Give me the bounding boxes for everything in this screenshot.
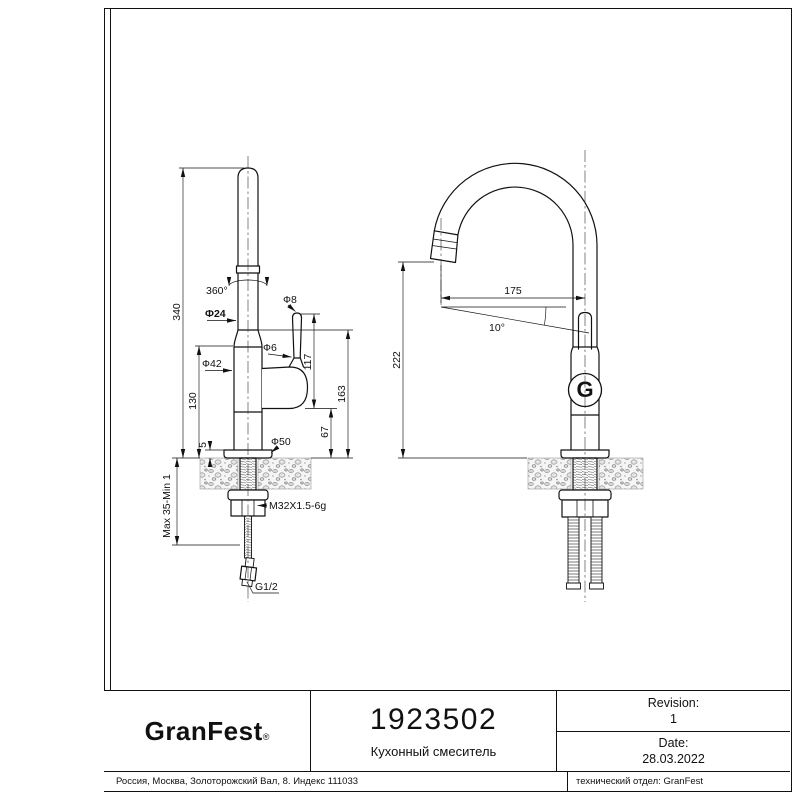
date-value: 28.03.2022 bbox=[642, 752, 705, 767]
dim-body-diameter: Ф42 bbox=[202, 358, 222, 370]
sheet-frame-inner-line bbox=[110, 8, 111, 790]
dim-height-117: 117 bbox=[302, 353, 314, 370]
dim-mount-thread: M32X1.5-6g bbox=[269, 500, 326, 512]
dim-height-5: 5 bbox=[197, 442, 209, 448]
title-block-footer: Россия, Москва, Золоторожский Вал, 8. Ин… bbox=[104, 772, 790, 791]
title-block: GranFest® 1923502 Кухонный смеситель Rev… bbox=[104, 690, 790, 791]
part-name: Кухонный смеситель bbox=[370, 744, 497, 759]
part-number: 1923502 bbox=[369, 703, 498, 736]
registered-mark: ® bbox=[262, 732, 270, 742]
front-view-dimensions bbox=[398, 261, 590, 459]
technical-department: технический отдел: GranFest bbox=[576, 776, 704, 787]
date-cell: Date: 28.03.2022 bbox=[557, 732, 790, 772]
dim-handle-top-diameter: Ф8 bbox=[283, 294, 297, 306]
dim-angle-10: 10° bbox=[489, 322, 505, 334]
dim-spout-diameter: Ф24 bbox=[205, 308, 226, 320]
brand-name: GranFest bbox=[144, 715, 263, 746]
dim-handle-diameter: Ф6 bbox=[263, 342, 277, 354]
revision-cell: Revision: 1 bbox=[557, 691, 790, 732]
front-view-dim-labels: 175 10° 222 bbox=[391, 285, 522, 369]
dim-height-222: 222 bbox=[391, 351, 403, 369]
dim-hose-thread: G1/2 bbox=[255, 581, 278, 593]
date-label: Date: bbox=[658, 736, 689, 750]
brand-monogram: G bbox=[576, 377, 593, 402]
dim-height-340: 340 bbox=[171, 303, 183, 321]
dim-height-67: 67 bbox=[319, 426, 331, 438]
dim-height-163: 163 bbox=[336, 385, 348, 403]
dim-height-130: 130 bbox=[187, 392, 199, 410]
brand-logo-cell: GranFest® bbox=[104, 691, 311, 771]
title-block-main: GranFest® 1923502 Кухонный смеситель Rev… bbox=[104, 691, 790, 772]
dim-reach-175: 175 bbox=[504, 285, 522, 297]
revision-label: Revision: bbox=[647, 695, 700, 710]
revision-value: 1 bbox=[670, 711, 677, 726]
revision-date-cell: Revision: 1 Date: 28.03.2022 bbox=[557, 691, 790, 771]
side-view-dim-labels: 340 130 5 117 163 67 Max 35-Min 1 360° Ф… bbox=[161, 285, 348, 593]
dim-swivel-angle: 360° bbox=[206, 285, 228, 297]
manufacturer-address: Россия, Москва, Золоторожский Вал, 8. Ин… bbox=[104, 772, 568, 791]
countertop-front-view bbox=[527, 457, 644, 490]
sheet-frame bbox=[104, 8, 792, 792]
faucet-side-view bbox=[223, 167, 309, 587]
side-view-dimensions bbox=[172, 167, 353, 594]
dim-base-diameter: Ф50 bbox=[271, 436, 291, 448]
countertop-side-view bbox=[199, 457, 312, 490]
dim-mount-range: Max 35-Min 1 bbox=[161, 474, 173, 538]
part-info-cell: 1923502 Кухонный смеситель bbox=[311, 691, 557, 771]
